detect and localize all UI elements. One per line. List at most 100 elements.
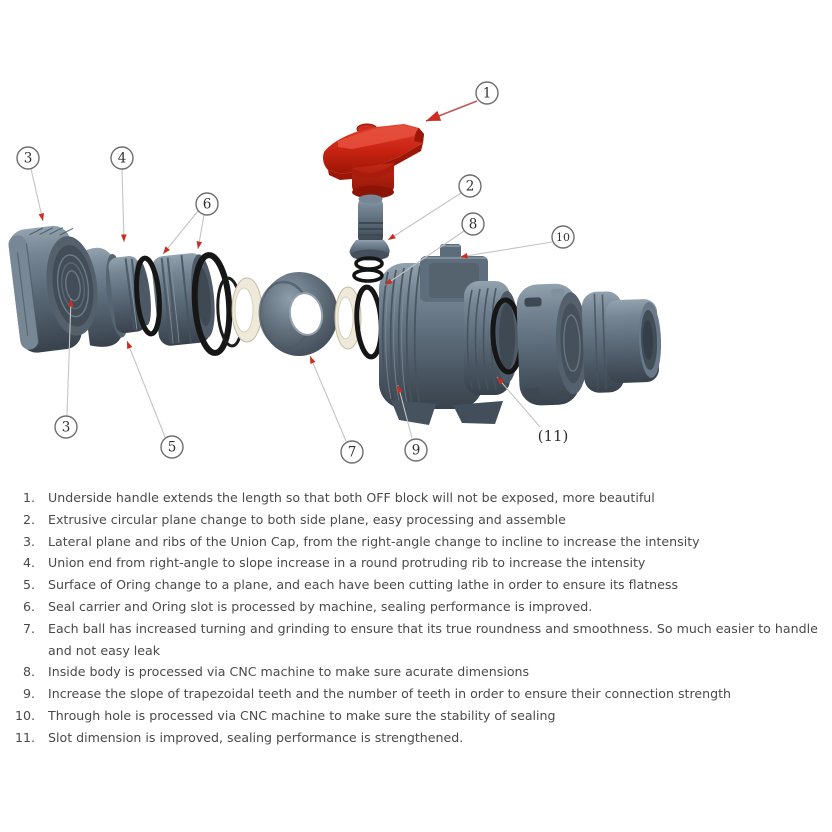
callout-circle xyxy=(54,415,78,439)
note-item: 7. Each ball has increased turning and gr… xyxy=(0,618,828,662)
note-text: Underside handle extends the length so t… xyxy=(48,490,655,505)
note-text: Through hole is processed via CNC machin… xyxy=(48,707,556,723)
note-number: 1. xyxy=(22,490,35,505)
callout-2: 2 xyxy=(387,174,482,241)
callout-circle xyxy=(404,438,428,462)
callout-number: 4 xyxy=(118,151,127,167)
exploded-valve-diagram: 1 2 8 10 3 4 6 3 5 7 9 (11) xyxy=(8,81,662,464)
leader-arrowhead xyxy=(196,241,203,249)
callout-circle xyxy=(160,435,184,459)
leader-line xyxy=(162,210,199,255)
leader-line xyxy=(126,340,166,438)
leader-arrowhead xyxy=(38,213,45,221)
note-number: 9. xyxy=(22,686,35,702)
note-number: 6. xyxy=(22,598,35,614)
callout-10: 10 xyxy=(459,225,575,259)
callout-number: 2 xyxy=(466,179,475,195)
seat-ring-left xyxy=(231,277,263,343)
feature-notes-list: 1. Underside handle extends the length so… xyxy=(0,487,828,749)
note-number: 3. xyxy=(22,533,35,549)
stem-orings xyxy=(352,256,384,283)
leader-arrowhead xyxy=(67,299,74,307)
leader-line xyxy=(384,230,465,286)
leader-arrowhead xyxy=(460,253,468,259)
note-text: Extrusive circular plane change to both … xyxy=(48,511,566,527)
callout-5: 5 xyxy=(126,340,184,459)
callout-6: 6 xyxy=(162,192,219,255)
leader-line xyxy=(459,241,553,258)
leader-line xyxy=(387,192,462,241)
callout-3: 3 xyxy=(54,298,78,439)
leader-line xyxy=(121,168,125,243)
callout-11: (11) xyxy=(496,376,569,445)
note-item: 4. Union end from right-angle to slope in… xyxy=(0,552,828,574)
leader-line xyxy=(66,298,72,416)
note-item: 6. Seal carrier and Oring slot is process… xyxy=(0,596,828,618)
ball-part xyxy=(258,272,338,356)
leader-arrowhead xyxy=(397,385,403,393)
note-text: Increase the slope of trapezoidal teeth … xyxy=(48,686,732,702)
note-item: 1. Underside handle extends the length so… xyxy=(0,487,828,509)
leader-line xyxy=(397,384,413,439)
note-number: 11. xyxy=(14,729,35,745)
callout-circle xyxy=(475,81,499,105)
callout-number: 10 xyxy=(556,231,570,244)
callout-4: 4 xyxy=(110,146,134,243)
note-item: 11. Slot dimension is improved, sealing p… xyxy=(0,727,828,749)
note-item: 2. Extrusive circular plane change to bot… xyxy=(0,509,828,531)
leader-arrowhead xyxy=(163,246,170,254)
handle-part xyxy=(323,123,424,199)
leader-arrowhead xyxy=(388,233,396,240)
callout-number: 7 xyxy=(348,445,357,461)
callout-number: (11) xyxy=(538,427,569,445)
stem-part xyxy=(349,194,390,261)
callout-3: 3 xyxy=(16,146,45,222)
union-nut-part xyxy=(516,283,589,406)
callout-number: 3 xyxy=(62,420,71,436)
note-text: Seal carrier and Oring slot is processed… xyxy=(48,598,593,614)
leader-arrowhead xyxy=(497,377,505,385)
note-item: 9. Increase the slope of trapezoidal teet… xyxy=(0,683,828,705)
leader-arrowhead xyxy=(385,278,393,285)
callout-7: 7 xyxy=(309,355,364,464)
pipe-socket-part xyxy=(581,291,662,393)
callout-layer: 1 2 8 10 3 4 6 3 5 7 9 (11) xyxy=(16,81,575,464)
callout-number: 9 xyxy=(412,443,421,459)
callout-1: 1 xyxy=(425,81,499,122)
note-item: 8.Inside body is processed via CNC machi… xyxy=(0,661,828,683)
note-text: Surface of Oring change to a plane, and … xyxy=(48,577,679,593)
callout-number: 6 xyxy=(203,197,212,213)
callout-number: 3 xyxy=(24,151,33,167)
note-number: 7. xyxy=(22,620,35,636)
callout-circle xyxy=(16,146,40,170)
note-item: 3.Lateral plane and ribs of the Union Ca… xyxy=(0,531,828,553)
callout-number: 1 xyxy=(483,86,492,102)
seat-ring-right xyxy=(334,286,362,350)
callout-circle xyxy=(110,146,134,170)
valve-body-part xyxy=(379,244,519,425)
callout-circle xyxy=(551,225,575,249)
note-number: 5. xyxy=(22,577,35,593)
callout-9: 9 xyxy=(397,384,428,462)
note-text: Slot dimension is improved, sealing perf… xyxy=(48,729,464,745)
note-number: 4. xyxy=(22,555,35,571)
oring-union-end xyxy=(134,255,162,337)
leader-arrowhead xyxy=(310,356,316,364)
callout-8: 8 xyxy=(384,212,485,286)
leader-arrowhead xyxy=(127,341,133,350)
callout-number: 8 xyxy=(469,217,478,233)
note-text: Inside body is processed via CNC machine… xyxy=(48,664,530,680)
callout-circle xyxy=(195,192,219,216)
leader-arrowhead xyxy=(120,234,127,242)
note-item: 10.Through hole is processed via CNC mac… xyxy=(0,705,828,727)
note-text: Each ball has increased turning and grin… xyxy=(48,620,818,658)
note-number: 2. xyxy=(22,511,35,527)
callout-number: 5 xyxy=(168,440,177,456)
leader-line xyxy=(30,168,44,222)
union-cap-part xyxy=(8,225,98,353)
callout-circle xyxy=(340,440,364,464)
note-text: Union end from right-angle to slope incr… xyxy=(48,555,646,571)
oring-seal-carrier xyxy=(191,252,233,356)
leader-line xyxy=(496,376,541,428)
